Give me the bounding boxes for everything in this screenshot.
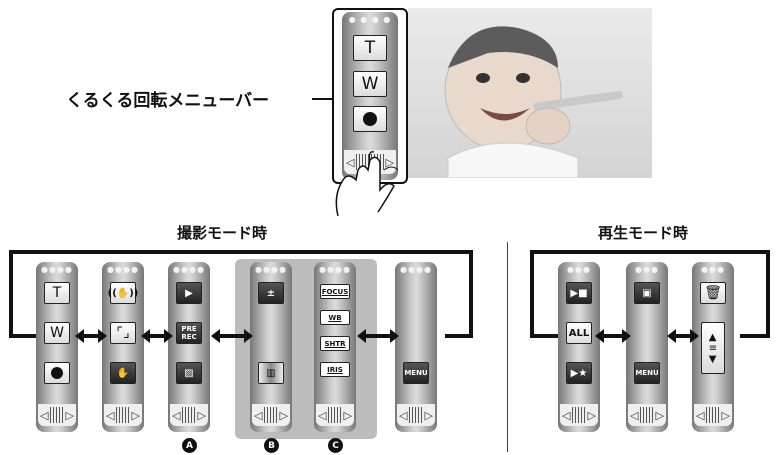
- scroll-bar[interactable]: ◁▷: [628, 404, 666, 426]
- swap-arrow: [595, 329, 631, 343]
- swap-arrow: [141, 329, 173, 343]
- play-menu-button[interactable]: MENU: [634, 362, 660, 384]
- play-loop-outline: [530, 250, 770, 338]
- hand-shake-icon[interactable]: ✋: [110, 362, 136, 384]
- all-button[interactable]: ALL: [566, 322, 592, 344]
- record-mode-heading: 撮影モード時: [177, 224, 268, 242]
- trash-icon[interactable]: 🗑: [700, 282, 726, 304]
- marker-a: A: [182, 438, 197, 453]
- play-mode-heading: 再生モード時: [598, 224, 689, 242]
- hand-icon: [335, 151, 399, 217]
- record-loop-outline: [9, 250, 473, 338]
- record-button-small[interactable]: [44, 362, 70, 384]
- marker-b: B: [264, 438, 279, 453]
- play-menu-3: ●●● 🗑 ▲≡▼ ◁▷: [692, 262, 734, 432]
- swap-arrow: [75, 329, 107, 343]
- callout-label: くるくる回転メニューバー: [66, 91, 270, 111]
- exposure-icon[interactable]: ±: [258, 282, 284, 304]
- scene-icon[interactable]: ▣: [634, 282, 660, 304]
- rec-menu-1: ●●●● T W ◁▷: [36, 262, 78, 432]
- play-loop-right: [740, 334, 770, 338]
- focus-button[interactable]: FOCUS: [320, 284, 350, 299]
- scroll-bar[interactable]: ◁▷: [694, 404, 732, 426]
- swap-arrow: [357, 329, 399, 343]
- scroll-bar[interactable]: ◁▷: [38, 404, 76, 426]
- highlight-play-icon[interactable]: ▶★: [566, 362, 592, 384]
- tele-button-small[interactable]: T: [44, 282, 70, 304]
- play-menu-2: ●●● ▣ MENU ◁▷: [626, 262, 668, 432]
- scroll-bar[interactable]: ◁▷: [560, 404, 598, 426]
- left-arrow-icon: ◁: [346, 155, 355, 169]
- scroll-bar[interactable]: ◁▷: [170, 404, 208, 426]
- rec-menu-2: ●●●● ((✋)) ⌜⌟ ✋ ◁▷: [102, 262, 144, 432]
- marker-c: C: [328, 438, 343, 453]
- volume-icon[interactable]: ▲≡▼: [701, 322, 725, 374]
- scroll-bar[interactable]: ◁▷: [104, 404, 142, 426]
- menu-button[interactable]: MENU: [403, 362, 429, 384]
- rec-menu-4: ●●●● ± ▥ ◁▷: [250, 262, 292, 432]
- shutter-button[interactable]: SHTR: [320, 336, 350, 351]
- iris-button[interactable]: IRIS: [320, 362, 350, 377]
- face-detect-icon[interactable]: ⌜⌟: [110, 322, 136, 344]
- ois-icon[interactable]: ((✋)): [108, 282, 138, 304]
- tele-button[interactable]: T: [353, 35, 387, 61]
- rec-menu-5: ●●●● FOCUS WB SHTR IRIS ◁▷: [314, 262, 356, 432]
- mode-divider: [507, 242, 508, 452]
- record-loop-right: [445, 334, 473, 338]
- callout-line: [312, 98, 332, 100]
- record-loop-left: [9, 334, 39, 338]
- play-menu-1: ●●● ▶■ ALL ▶★ ◁▷: [558, 262, 600, 432]
- wb-button[interactable]: WB: [320, 310, 350, 325]
- baby-photo: [408, 8, 652, 178]
- record-button[interactable]: [353, 106, 387, 132]
- baby-illustration: [444, 26, 623, 178]
- scroll-bar[interactable]: ◁▷: [252, 404, 290, 426]
- right-arrow-icon: ▷: [385, 155, 394, 169]
- scroll-bar[interactable]: ◁▷: [316, 404, 354, 426]
- rec-menu-6: ●●●● MENU ◁▷: [395, 262, 437, 432]
- scroll-bar[interactable]: ◁▷: [397, 404, 435, 426]
- video-icon[interactable]: ▶■: [566, 282, 592, 304]
- swap-arrow: [667, 329, 699, 343]
- color-icon[interactable]: ▥: [258, 362, 284, 384]
- fade-icon[interactable]: ▶: [176, 282, 202, 304]
- wide-button-small[interactable]: W: [44, 322, 70, 344]
- play-loop-left: [530, 334, 560, 338]
- backlight-icon[interactable]: ▨: [176, 362, 202, 384]
- swap-arrow: [211, 329, 253, 343]
- wide-button[interactable]: W: [353, 71, 387, 97]
- page-dots: ● ● ● ●: [348, 15, 392, 24]
